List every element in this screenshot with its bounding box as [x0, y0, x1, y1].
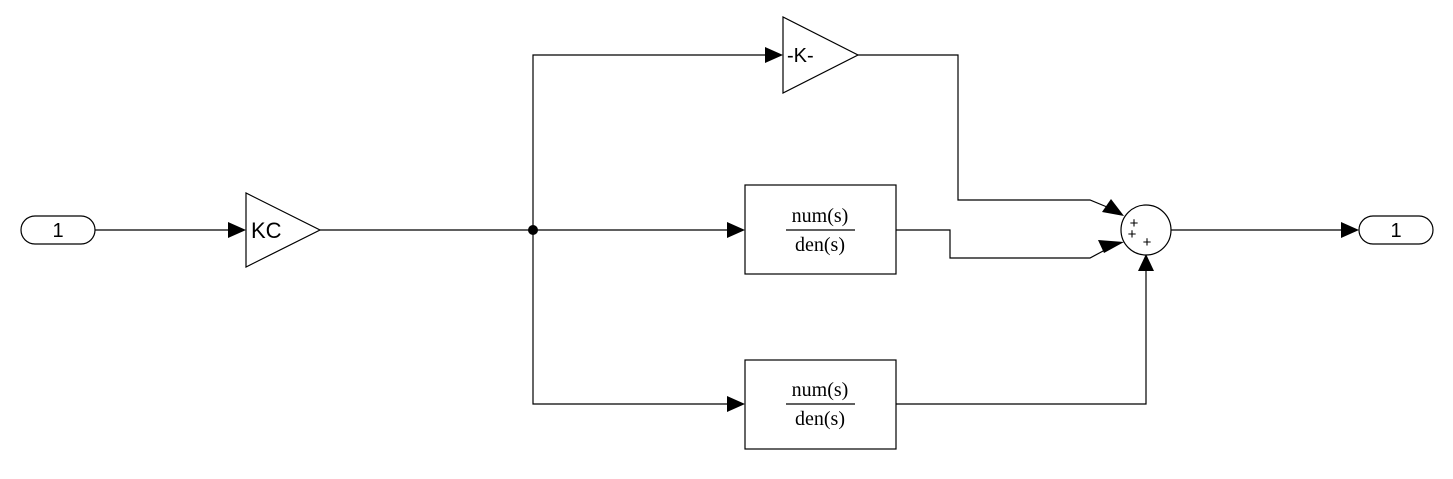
outport-block[interactable]: 1 [1358, 215, 1434, 245]
wire-tf-middle-to-sum [896, 229, 1106, 259]
gain-kc-block[interactable]: KC [245, 192, 322, 268]
arrowhead-outport-input [1341, 222, 1359, 238]
arrowhead-kc-input [228, 222, 246, 238]
gain-k-label: -K- [787, 45, 814, 67]
arrowhead-sum-input-top [1102, 199, 1124, 216]
sum-sign-bottom: + [1143, 234, 1152, 251]
arrowheads [228, 47, 1359, 412]
wire-k-gain-to-sum [858, 54, 1108, 208]
arrowhead-sum-input-bottom [1138, 254, 1154, 271]
arrowhead-tf-middle-input [727, 222, 745, 238]
sum-sign-top: + [1130, 215, 1139, 232]
transfer-fcn-middle-block[interactable]: num(s) den(s) [744, 184, 897, 275]
transfer-fcn-bottom-block[interactable]: num(s) den(s) [744, 359, 897, 450]
inport-shape [20, 215, 96, 245]
transfer-fcn-bottom-denominator: den(s) [795, 408, 845, 430]
arrowhead-k-gain-input [765, 47, 783, 63]
wire-branch-to-k-gain [532, 54, 765, 230]
transfer-fcn-bottom-numerator: num(s) [792, 379, 849, 401]
gain-kc-triangle [245, 192, 322, 268]
arrowhead-tf-bottom-input [727, 396, 745, 412]
signal-lines [95, 54, 1342, 405]
inport-block[interactable]: 1 [20, 215, 96, 245]
sum-block[interactable]: + + + [1120, 204, 1172, 256]
branch-point [528, 225, 538, 235]
outport-label: 1 [1390, 220, 1401, 242]
arrowhead-sum-input-middle [1098, 240, 1124, 253]
transfer-fcn-middle-numerator: num(s) [792, 205, 849, 227]
outport-shape [1358, 215, 1434, 245]
wire-branch-to-tf-bottom [532, 230, 728, 405]
sum-sign-middle: + [1128, 226, 1137, 243]
gain-kc-label: KC [251, 218, 282, 243]
gain-k-triangle [782, 16, 860, 94]
transfer-fcn-middle-denominator: den(s) [795, 234, 845, 256]
wire-tf-bottom-to-sum [896, 270, 1147, 405]
sum-circle [1120, 204, 1172, 256]
inport-label: 1 [52, 220, 63, 242]
gain-k-block[interactable]: -K- [782, 16, 860, 94]
